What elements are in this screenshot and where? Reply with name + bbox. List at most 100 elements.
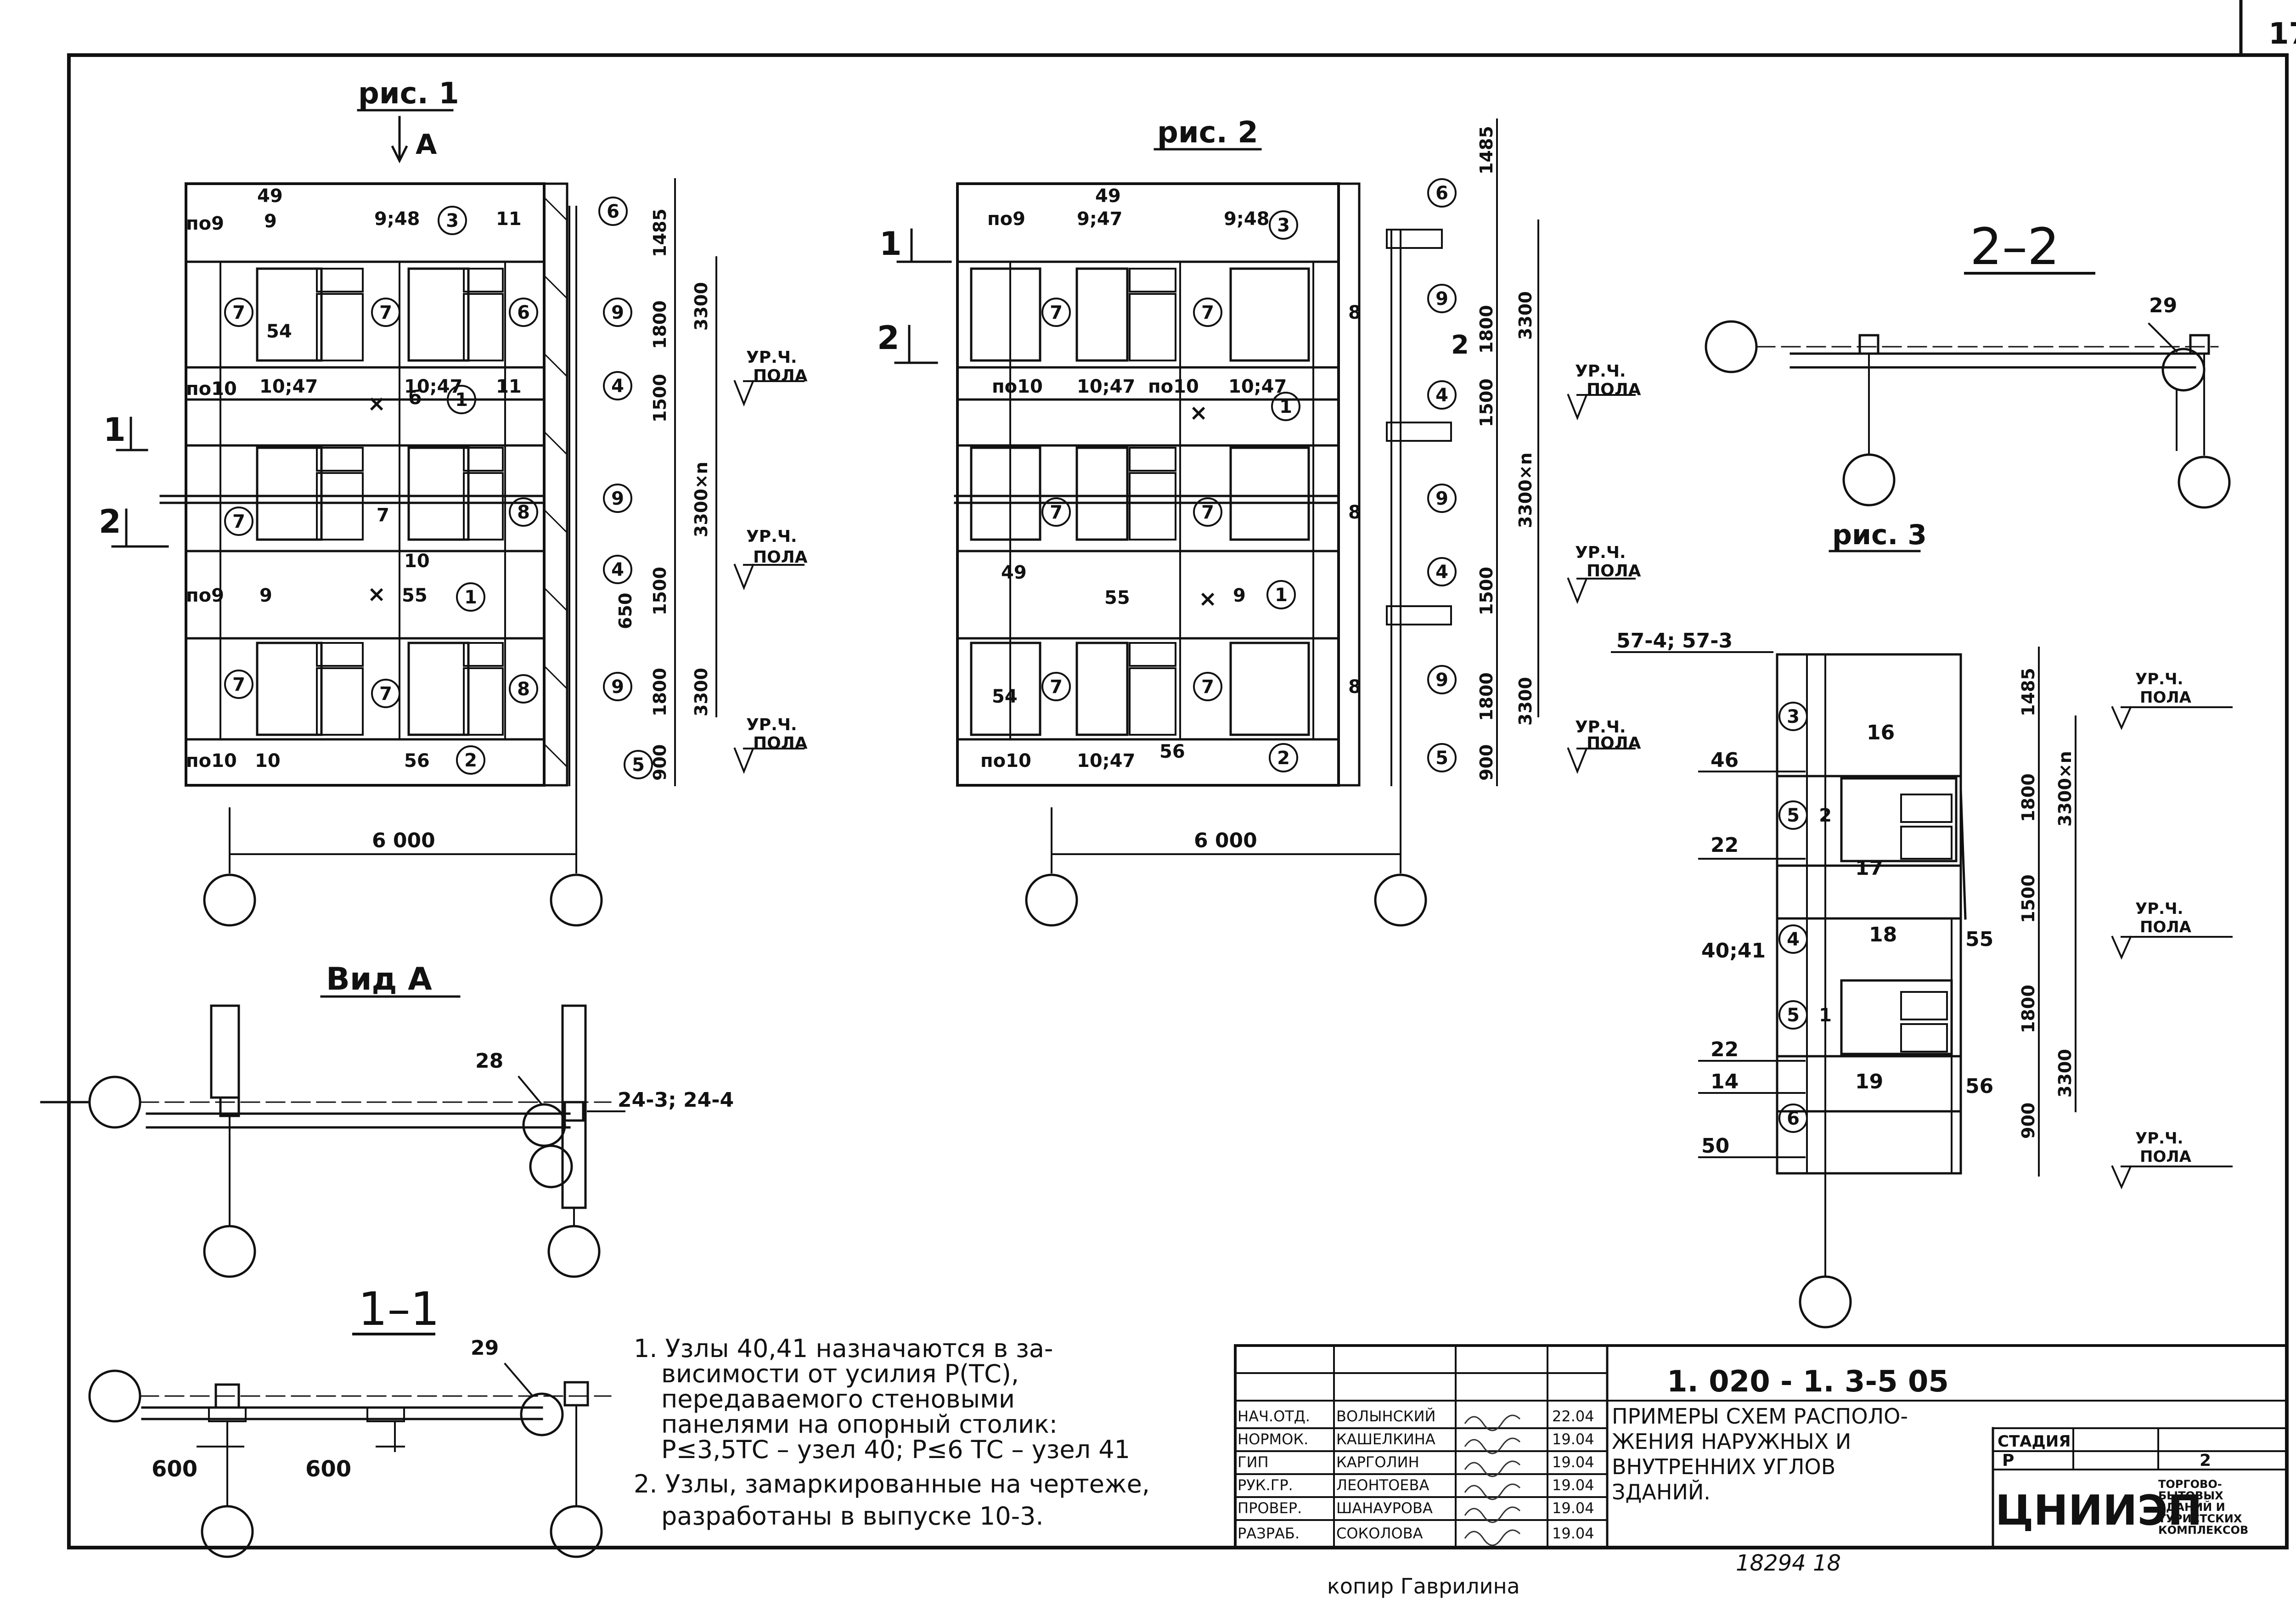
dimension-label: 600 [152,1456,197,1482]
svg-text:8: 8 [1348,302,1361,323]
svg-text:22: 22 [1711,833,1739,857]
svg-text:7: 7 [232,674,245,695]
svg-text:8: 8 [1348,502,1361,523]
svg-text:7: 7 [1050,502,1063,523]
svg-text:17: 17 [1855,856,1883,880]
svg-text:ГИП: ГИП [1238,1453,1269,1471]
svg-text:2: 2 [99,503,121,541]
svg-text:4: 4 [611,559,624,580]
cross-mark: × [367,581,386,607]
section-2-2: 2–2 29 [1705,217,2231,509]
section-2-2-callout: 29 [2149,294,2177,317]
svg-text:2: 2 [464,750,477,771]
svg-text:22: 22 [1711,1038,1739,1061]
svg-text:10;47: 10;47 [1228,376,1287,397]
fig2-dimension-chain: 1485 1800 3300 1500 3300×n 1500 1800 330… [1476,118,1539,786]
svg-text:49: 49 [1001,562,1027,583]
svg-text:ТУРИСТСКИХ: ТУРИСТСКИХ [2158,1512,2242,1525]
svg-text:1500: 1500 [1476,567,1497,615]
fig1-width-label: 6 000 [372,829,435,852]
svg-text:11: 11 [496,376,522,397]
note-line: передаваемого стеновыми [661,1385,1015,1414]
svg-text:56: 56 [404,750,430,772]
sheet-frame: 17 [67,0,2296,1549]
svg-text:10;47: 10;47 [404,376,462,397]
sheet-value: 2 [2200,1451,2211,1470]
svg-text:УР.Ч.: УР.Ч. [2135,1129,2183,1148]
svg-text:1: 1 [103,411,126,449]
svg-text:3: 3 [446,210,459,231]
grid-axis-bubble [550,873,603,927]
svg-text:54: 54 [992,686,1018,707]
general-notes: 1. Узлы 40,41 назначаются в за- висимост… [634,1334,1150,1531]
svg-text:ЗДАНИЙ.: ЗДАНИЙ. [1612,1480,1711,1504]
note-line: разработаны в выпуске 10-3. [661,1502,1044,1531]
svg-text:7: 7 [1050,302,1063,323]
svg-text:6: 6 [517,302,530,323]
fig2-width-label: 6 000 [1194,829,1257,852]
svg-text:6: 6 [607,201,619,222]
svg-text:10;47: 10;47 [1077,376,1135,397]
svg-text:по10: по10 [1148,376,1199,397]
view-a-callout: 28 [475,1049,503,1073]
svg-text:56: 56 [1159,741,1185,762]
svg-text:9: 9 [264,211,277,232]
svg-text:9: 9 [259,585,272,606]
svg-text:3300×n: 3300×n [2055,751,2075,827]
svg-text:УР.Ч.: УР.Ч. [746,527,797,546]
view-a-title: Вид А [326,961,432,997]
copied-by-label: копир Гаврилина [1327,1574,1520,1599]
svg-text:1800: 1800 [650,300,670,349]
dimension-label: 600 [305,1456,351,1482]
page-number: 17 [2268,17,2296,51]
svg-text:по10: по10 [186,378,237,400]
svg-text:10: 10 [255,750,281,772]
svg-text:2: 2 [877,319,900,357]
svg-text:ПРИМЕРЫ СХЕМ РАСПОЛО-: ПРИМЕРЫ СХЕМ РАСПОЛО- [1612,1404,1908,1429]
svg-text:7: 7 [1201,502,1214,523]
svg-text:3300×n: 3300×n [1515,452,1536,528]
svg-text:10;47: 10;47 [259,376,318,397]
svg-text:1: 1 [455,389,468,411]
svg-text:ЛЕОНТОЕВА: ЛЕОНТОЕВА [1336,1476,1429,1494]
svg-text:УР.Ч.: УР.Ч. [2135,900,2183,918]
svg-text:14: 14 [1711,1070,1739,1093]
org-sub: ТОРГОВО- БЫТОВЫХ ЗДАНИЙ И ТУРИСТСКИХ КОМ… [2158,1478,2248,1537]
svg-text:б: б [409,388,422,409]
svg-text:ПОЛА: ПОЛА [1587,380,1641,399]
stage-value: Р [2002,1451,2014,1470]
svg-text:49: 49 [257,186,283,207]
signature-column [1464,1414,1521,1546]
note-line: панелями на опорный столик: [661,1410,1058,1439]
svg-text:1485: 1485 [2018,668,2038,716]
stage-label: СТАДИЯ [1998,1432,2071,1451]
fig3-plan: рис. 3 57-4; 57-3 46 16 22 17 40;41 18 5… [1611,519,2233,1329]
svg-text:ВНУТРЕННИХ УГЛОВ: ВНУТРЕННИХ УГЛОВ [1612,1454,1835,1479]
svg-text:по9: по9 [186,213,224,234]
svg-text:1800: 1800 [650,668,670,716]
svg-text:19.04: 19.04 [1552,1430,1594,1448]
name-column: ВОЛЫНСКИЙ КАШЕЛКИНА КАРГОЛИН ЛЕОНТОЕВА Ш… [1336,1408,1435,1542]
svg-text:НАЧ.ОТД.: НАЧ.ОТД. [1238,1408,1310,1425]
svg-text:по9: по9 [987,208,1025,230]
svg-text:ПРОВЕР.: ПРОВЕР. [1238,1499,1302,1517]
svg-text:40;41: 40;41 [1701,939,1766,963]
cross-mark: × [367,391,386,417]
svg-text:1800: 1800 [1476,305,1497,354]
svg-text:6: 6 [1787,1108,1800,1129]
svg-text:ЖЕНИЯ НАРУЖНЫХ И: ЖЕНИЯ НАРУЖНЫХ И [1612,1429,1851,1454]
svg-text:55: 55 [402,585,428,606]
svg-text:КАРГОЛИН: КАРГОЛИН [1336,1453,1419,1471]
svg-text:4: 4 [1787,929,1800,950]
svg-text:по10: по10 [186,750,237,772]
svg-text:3300: 3300 [691,282,711,331]
title-text: ПРИМЕРЫ СХЕМ РАСПОЛО- ЖЕНИЯ НАРУЖНЫХ И В… [1612,1404,1908,1504]
svg-text:3300: 3300 [1515,291,1536,340]
svg-text:9: 9 [611,488,624,509]
grid-axis-bubble [203,873,256,927]
fig1-view-arrow-label: А [416,129,437,161]
svg-text:УР.Ч.: УР.Ч. [2135,670,2183,688]
section-1-1: 1–1 29 600 600 [88,1282,612,1558]
svg-text:УР.Ч.: УР.Ч. [746,348,797,367]
svg-text:8: 8 [1348,676,1361,698]
